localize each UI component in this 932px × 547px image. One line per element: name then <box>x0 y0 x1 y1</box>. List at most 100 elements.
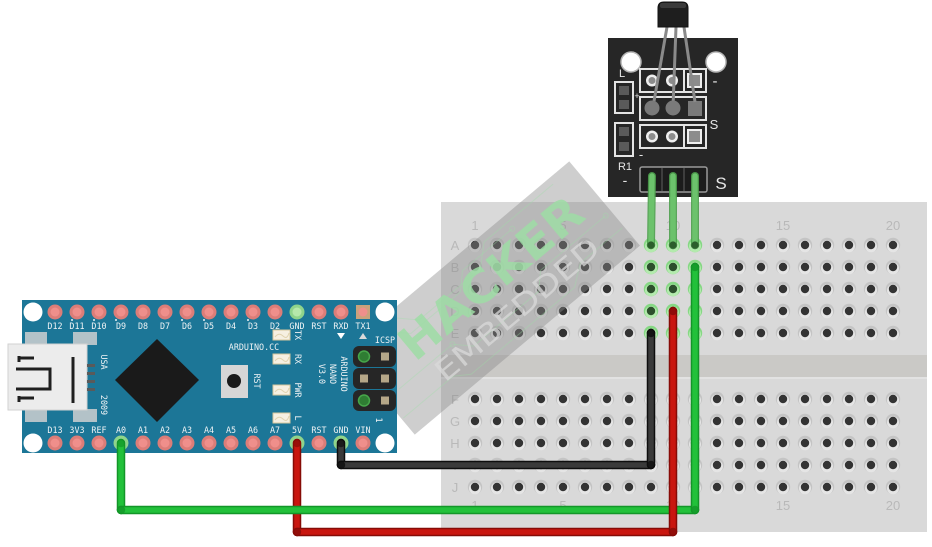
breadboard-hole-d20[interactable] <box>885 303 901 319</box>
breadboard-hole-e18[interactable] <box>841 325 857 341</box>
arduino-pin-d2[interactable] <box>267 304 283 320</box>
breadboard-hole-b13[interactable] <box>731 259 747 275</box>
icsp-pin[interactable] <box>360 374 368 383</box>
breadboard-hole-a3[interactable] <box>511 237 527 253</box>
breadboard-hole-e7[interactable] <box>599 325 615 341</box>
mini-usb-connector[interactable] <box>7 332 97 422</box>
breadboard-hole-c19[interactable] <box>863 281 879 297</box>
breadboard-hole-c6[interactable] <box>577 281 593 297</box>
breadboard-hole-e5[interactable] <box>555 325 571 341</box>
breadboard-hole-i20[interactable] <box>885 457 901 473</box>
breadboard-hole-a4[interactable] <box>533 237 549 253</box>
breadboard-hole-c9[interactable] <box>643 281 659 297</box>
breadboard-hole-d19[interactable] <box>863 303 879 319</box>
breadboard-hole-g1[interactable] <box>467 413 483 429</box>
arduino-pin-d10[interactable] <box>91 304 107 320</box>
breadboard-hole-a17[interactable] <box>819 237 835 253</box>
breadboard-hole-e2[interactable] <box>489 325 505 341</box>
breadboard-hole-j20[interactable] <box>885 479 901 495</box>
power-wire-segment[interactable] <box>292 527 678 537</box>
breadboard-hole-c2[interactable] <box>489 281 505 297</box>
breadboard-hole-h1[interactable] <box>467 435 483 451</box>
breadboard-hole-i16[interactable] <box>797 457 813 473</box>
arduino-pin-d13[interactable] <box>47 435 63 451</box>
breadboard-hole-a18[interactable] <box>841 237 857 253</box>
icsp-pin[interactable] <box>357 350 371 363</box>
breadboard-hole-b16[interactable] <box>797 259 813 275</box>
breadboard-hole-c7[interactable] <box>599 281 615 297</box>
breadboard-hole-d1[interactable] <box>467 303 483 319</box>
breadboard-hole-j19[interactable] <box>863 479 879 495</box>
breadboard-hole-f8[interactable] <box>621 391 637 407</box>
breadboard-hole-j18[interactable] <box>841 479 857 495</box>
breadboard-hole-e8[interactable] <box>621 325 637 341</box>
breadboard-hole-b18[interactable] <box>841 259 857 275</box>
breadboard-hole-c10[interactable] <box>665 281 681 297</box>
icsp-pin[interactable] <box>357 394 371 407</box>
breadboard-hole-b8[interactable] <box>621 259 637 275</box>
breadboard-hole-b17[interactable] <box>819 259 835 275</box>
breadboard-hole-a19[interactable] <box>863 237 879 253</box>
ground-wire-segment[interactable] <box>646 328 656 470</box>
breadboard-hole-a8[interactable] <box>621 237 637 253</box>
arduino-pin-gnd[interactable] <box>289 304 305 320</box>
breadboard-hole-e14[interactable] <box>753 325 769 341</box>
sensor-lead[interactable] <box>647 172 656 249</box>
breadboard-hole-i15[interactable] <box>775 457 791 473</box>
sensor-lead[interactable] <box>691 172 699 249</box>
arduino-pin-3v3[interactable] <box>69 435 85 451</box>
breadboard-hole-a6[interactable] <box>577 237 593 253</box>
breadboard-hole-j7[interactable] <box>599 479 615 495</box>
breadboard-hole-g6[interactable] <box>577 413 593 429</box>
breadboard-hole-b5[interactable] <box>555 259 571 275</box>
breadboard-hole-j4[interactable] <box>533 479 549 495</box>
sensor-lead[interactable] <box>669 172 677 249</box>
breadboard-hole-c16[interactable] <box>797 281 813 297</box>
breadboard-hole-h19[interactable] <box>863 435 879 451</box>
breadboard-hole-e6[interactable] <box>577 325 593 341</box>
breadboard-hole-e3[interactable] <box>511 325 527 341</box>
breadboard-hole-j6[interactable] <box>577 479 593 495</box>
breadboard-hole-h12[interactable] <box>709 435 725 451</box>
breadboard-hole-h3[interactable] <box>511 435 527 451</box>
breadboard-hole-g3[interactable] <box>511 413 527 429</box>
breadboard-hole-f14[interactable] <box>753 391 769 407</box>
breadboard-hole-c13[interactable] <box>731 281 747 297</box>
breadboard-hole-j8[interactable] <box>621 479 637 495</box>
signal-wire-segment[interactable] <box>116 505 700 515</box>
breadboard-hole-e1[interactable] <box>467 325 483 341</box>
icsp-pin[interactable] <box>381 396 389 405</box>
breadboard-hole-f17[interactable] <box>819 391 835 407</box>
breadboard-hole-a20[interactable] <box>885 237 901 253</box>
breadboard-hole-j15[interactable] <box>775 479 791 495</box>
reset-button-cap[interactable] <box>227 374 241 388</box>
breadboard-hole-g19[interactable] <box>863 413 879 429</box>
arduino-pin-a7[interactable] <box>267 435 283 451</box>
breadboard-hole-d17[interactable] <box>819 303 835 319</box>
breadboard-hole-f6[interactable] <box>577 391 593 407</box>
breadboard-hole-i19[interactable] <box>863 457 879 473</box>
breadboard-hole-f12[interactable] <box>709 391 725 407</box>
breadboard-hole-a14[interactable] <box>753 237 769 253</box>
signal-wire-segment[interactable] <box>116 438 126 515</box>
arduino-pin-vin[interactable] <box>355 435 371 451</box>
breadboard-hole-g5[interactable] <box>555 413 571 429</box>
breadboard-hole-g18[interactable] <box>841 413 857 429</box>
arduino-pin-d12[interactable] <box>47 304 63 320</box>
breadboard-hole-c17[interactable] <box>819 281 835 297</box>
breadboard-hole-j9[interactable] <box>643 479 659 495</box>
breadboard-hole-f20[interactable] <box>885 391 901 407</box>
arduino-pin-d3[interactable] <box>245 304 261 320</box>
breadboard-hole-d14[interactable] <box>753 303 769 319</box>
arduino-pin-rst[interactable] <box>311 304 327 320</box>
breadboard-hole-d18[interactable] <box>841 303 857 319</box>
breadboard-hole-b9[interactable] <box>643 259 659 275</box>
arduino-pin-d11[interactable] <box>69 304 85 320</box>
breadboard-hole-c18[interactable] <box>841 281 857 297</box>
breadboard-hole-f3[interactable] <box>511 391 527 407</box>
breadboard-hole-g20[interactable] <box>885 413 901 429</box>
breadboard-hole-h7[interactable] <box>599 435 615 451</box>
breadboard-hole-f18[interactable] <box>841 391 857 407</box>
breadboard-hole-a15[interactable] <box>775 237 791 253</box>
breadboard-hole-d15[interactable] <box>775 303 791 319</box>
